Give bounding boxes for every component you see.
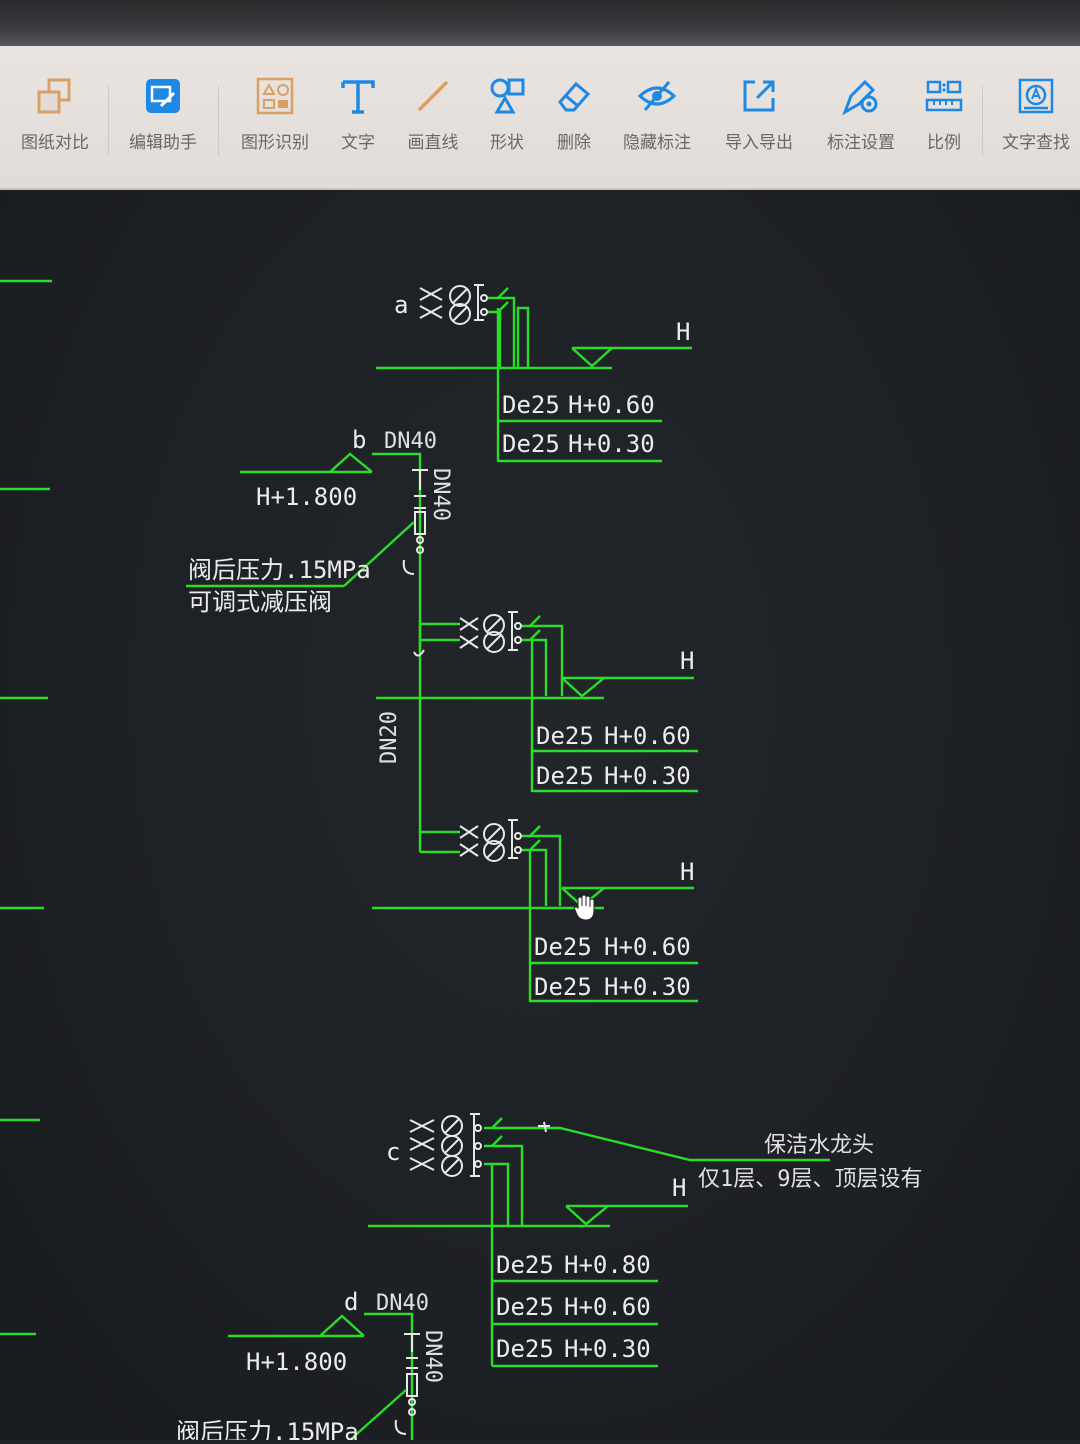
elevation-label: H+1.800 bbox=[256, 483, 357, 511]
branch-group-middle: H De25 H+0.60 De25 H+0.30 bbox=[376, 611, 698, 793]
text-icon bbox=[341, 80, 375, 114]
label-h: H bbox=[680, 647, 694, 675]
pipe-size-label: De25 bbox=[496, 1293, 554, 1321]
branch-group-a: a H De25 H+0.60 De25 H+0.30 bbox=[376, 284, 692, 463]
annotation-faucet-floors: 仅1层、9层、顶层设有 bbox=[698, 1167, 923, 1192]
toolbar-separator bbox=[218, 86, 219, 156]
import-export-icon bbox=[743, 80, 775, 112]
tool-label: 隐藏标注 bbox=[623, 133, 691, 153]
tool-label: 导入导出 bbox=[725, 133, 793, 153]
elevation-label: H+0.30 bbox=[564, 1335, 651, 1363]
pressure-reducing-valve bbox=[394, 1333, 420, 1435]
faucet-symbol bbox=[538, 1121, 550, 1133]
branch-group-d: d DN40 H+1.800 DN40 阀后压力.15MPa bbox=[176, 1288, 445, 1444]
valve-assembly bbox=[419, 284, 488, 325]
hand-cursor-icon bbox=[573, 894, 595, 921]
pipe-size-label: De25 bbox=[502, 391, 560, 419]
tool-shapes[interactable]: 形状 bbox=[482, 76, 532, 186]
tool-label: 文字 bbox=[341, 133, 375, 153]
valve-assembly bbox=[459, 819, 522, 862]
annotation-valve-type: 可调式减压阀 bbox=[188, 588, 332, 616]
pipe-diameter-label: DN40 bbox=[428, 468, 453, 521]
tool-edit-assistant[interactable]: 编辑助手 bbox=[122, 76, 204, 186]
pipe-size-label: De25 bbox=[496, 1335, 554, 1363]
elevation-label: H+0.60 bbox=[568, 391, 655, 419]
draw-line-icon bbox=[417, 80, 449, 112]
tool-label: 编辑助手 bbox=[129, 133, 197, 153]
tool-label: 标注设置 bbox=[827, 133, 895, 153]
tool-label: 删除 bbox=[557, 133, 591, 153]
elevation-label: H+0.80 bbox=[564, 1251, 651, 1279]
elevation-label: H+0.60 bbox=[604, 933, 691, 961]
pressure-reducing-valve bbox=[402, 469, 428, 575]
tool-label: 比例 bbox=[927, 133, 961, 153]
tool-eraser[interactable]: 删除 bbox=[548, 76, 600, 186]
tool-annotation-settings[interactable]: 标注设置 bbox=[818, 76, 904, 186]
hide-annotation-icon bbox=[637, 81, 677, 111]
tool-label: 形状 bbox=[490, 133, 524, 153]
elevation-label: H+0.30 bbox=[604, 973, 691, 1001]
tool-import-export[interactable]: 导入导出 bbox=[716, 76, 802, 186]
annotation-valve-pressure: 阀后压力.15MPa bbox=[188, 556, 371, 584]
elevation-label: H+0.60 bbox=[604, 722, 691, 750]
valve-assembly bbox=[409, 1113, 482, 1177]
elevation-label: H+0.30 bbox=[604, 762, 691, 790]
annotation-faucet: 保洁水龙头 bbox=[764, 1133, 874, 1158]
pipe-diameter-label: DN40 bbox=[376, 1291, 429, 1316]
tool-text-search[interactable]: 文字查找 bbox=[996, 76, 1076, 186]
tool-label: 图纸对比 bbox=[21, 133, 89, 153]
branch-group-b: b DN40 H+1.800 DN40 阀后压力.15MPa 可调式减压阀 bbox=[186, 426, 453, 650]
monitor-bezel bbox=[0, 0, 1080, 46]
cad-drawing: a H De25 H+0.60 De25 H+0.30 b DN40 bbox=[0, 279, 923, 1444]
text-search-icon bbox=[1018, 78, 1054, 114]
edit-assistant-icon bbox=[146, 79, 180, 113]
pipe-size-label: De25 bbox=[534, 973, 592, 1001]
toolbar-separator bbox=[108, 86, 109, 156]
tool-draw-line[interactable]: 画直线 bbox=[398, 76, 468, 186]
pipe-size-label: De25 bbox=[502, 430, 560, 458]
annotation-settings-icon bbox=[842, 79, 878, 116]
elevation-label: H+0.60 bbox=[564, 1293, 651, 1321]
main-toolbar: 图纸对比 编辑助手 图形识别 文字 画直线 bbox=[0, 46, 1080, 190]
branch-group-c: c 保洁水龙头 仅1层、9层、顶层设有 H De25 H+0.80 De25 H… bbox=[368, 1113, 923, 1368]
annotation-valve-pressure: 阀后压力.15MPa bbox=[176, 1418, 359, 1440]
label-a: a bbox=[394, 291, 408, 319]
pipe-diameter-label: DN20 bbox=[377, 711, 402, 764]
pipe-size-label: De25 bbox=[536, 722, 594, 750]
elevation-label: H+1.800 bbox=[246, 1348, 347, 1376]
label-d: d bbox=[344, 1288, 358, 1316]
tool-text[interactable]: 文字 bbox=[330, 76, 386, 186]
tool-hide-annotation[interactable]: 隐藏标注 bbox=[614, 76, 700, 186]
shape-recognition-icon bbox=[256, 77, 294, 115]
label-h: H bbox=[672, 1174, 686, 1202]
tool-label: 图形识别 bbox=[241, 133, 309, 153]
label-c: c bbox=[386, 1138, 400, 1166]
shapes-icon bbox=[490, 78, 525, 114]
pipe-size-label: De25 bbox=[496, 1251, 554, 1279]
scale-ruler-icon bbox=[925, 80, 963, 112]
compare-drawings-icon bbox=[37, 78, 71, 114]
elevation-label: H+0.30 bbox=[568, 430, 655, 458]
tool-shape-recognition[interactable]: 图形识别 bbox=[234, 76, 316, 186]
eraser-icon bbox=[558, 81, 591, 112]
label-b: b bbox=[352, 426, 366, 454]
drawing-canvas[interactable]: a H De25 H+0.60 De25 H+0.30 b DN40 bbox=[0, 190, 1080, 1444]
floor-line-stubs bbox=[0, 279, 52, 1336]
pipe-diameter-label: DN40 bbox=[384, 429, 437, 454]
tool-label: 画直线 bbox=[407, 133, 459, 153]
tool-scale[interactable]: 比例 bbox=[918, 76, 970, 186]
pipe-size-label: De25 bbox=[536, 762, 594, 790]
tool-compare-drawings[interactable]: 图纸对比 bbox=[14, 76, 96, 186]
valve-assembly bbox=[459, 611, 522, 653]
toolbar-separator bbox=[982, 86, 983, 156]
pipe-diameter-label: DN40 bbox=[420, 1330, 445, 1383]
label-h: H bbox=[680, 858, 694, 886]
branch-group-lower: H De25 H+0.60 De25 H+0.30 bbox=[372, 819, 698, 1003]
pipe-bend-mark bbox=[413, 649, 425, 657]
pipe-size-label: De25 bbox=[534, 933, 592, 961]
tool-label: 文字查找 bbox=[1002, 133, 1070, 153]
label-h: H bbox=[676, 318, 690, 346]
